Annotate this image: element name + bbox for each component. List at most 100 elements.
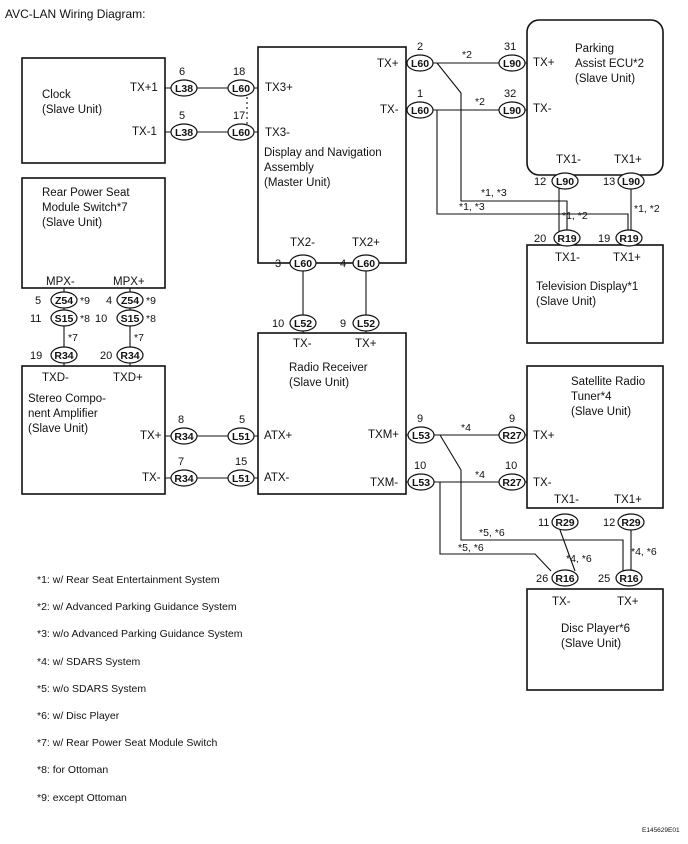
clock-terminal-tx1p: TX+1 — [130, 82, 158, 94]
pin-number: 25 — [598, 573, 610, 585]
wire-display-tv-bypass-2 — [436, 110, 629, 231]
pin-number: 9 — [417, 413, 423, 425]
sat-name-2: Tuner*4 — [571, 391, 612, 403]
parking-name-1: Parking — [575, 43, 614, 55]
sat-terminal-tx1p: TX1+ — [614, 494, 642, 506]
connector-15-label: L60 — [411, 58, 429, 70]
condition-mark: *4 — [475, 469, 485, 481]
connector-17: L60 — [289, 254, 317, 272]
pin-number: 10 — [505, 460, 517, 472]
display-name-2: Assembly — [264, 162, 314, 174]
connector-32: R29 — [617, 513, 645, 531]
sat-terminal-tx1m: TX1- — [554, 494, 579, 506]
connector-23-label: L90 — [503, 58, 521, 70]
pin-number: 31 — [504, 41, 516, 53]
connector-2-label: L38 — [175, 127, 193, 139]
legend-note: *1: w/ Rear Seat Entertainment System — [37, 574, 220, 586]
disc-role: (Slave Unit) — [561, 638, 621, 650]
connector-8: S15 — [116, 309, 144, 327]
legend-note: *4: w/ SDARS System — [37, 656, 141, 668]
parking-terminal-tx1p: TX1+ — [614, 154, 642, 166]
display-terminal-txm: TX- — [380, 104, 399, 116]
display-terminal-tx2m: TX2- — [290, 237, 315, 249]
legend-note: *8: for Ottoman — [37, 764, 108, 776]
pin-number: 5 — [239, 414, 245, 426]
connector-11: R34 — [170, 427, 198, 445]
connector-33: R16 — [551, 569, 579, 587]
condition-mark: *9 — [146, 295, 156, 307]
connector-5-label: Z54 — [55, 295, 73, 307]
connector-32-label: R29 — [621, 517, 640, 529]
condition-mark: *1, *2 — [634, 203, 660, 215]
wire-display-tv-bypass-1 — [436, 62, 568, 231]
clock-box — [21, 57, 166, 164]
pin-number: 9 — [340, 318, 346, 330]
connector-4-label: L60 — [232, 127, 250, 139]
pin-number: 9 — [509, 413, 515, 425]
condition-mark: *4, *6 — [631, 546, 657, 558]
legend-note: *6: w/ Disc Player — [37, 710, 120, 722]
pin-number: 4 — [340, 258, 346, 270]
pin-number: 11 — [30, 313, 41, 325]
tv-name: Television Display*1 — [536, 281, 638, 293]
stereo-terminal-txm: TX- — [142, 472, 161, 484]
tv-terminal-tx1m: TX1- — [555, 252, 580, 264]
connector-26-label: L90 — [622, 176, 640, 188]
figure-id: E145629E01 — [642, 827, 680, 834]
legend-notes: *1: w/ Rear Seat Entertainment System *2… — [37, 574, 243, 804]
pin-number: 12 — [603, 517, 615, 529]
pin-number: 32 — [504, 88, 516, 100]
sat-terminal-txp: TX+ — [533, 430, 555, 442]
radio-terminal-txmm: TXM- — [370, 477, 398, 489]
connector-22-label: L53 — [412, 477, 430, 489]
connector-29: R27 — [498, 426, 526, 444]
connector-31-label: R29 — [555, 517, 574, 529]
pin-number: 12 — [534, 176, 546, 188]
radio-terminal-txmp: TXM+ — [368, 429, 399, 441]
tv-terminal-tx1p: TX1+ — [613, 252, 641, 264]
sat-role: (Slave Unit) — [571, 406, 631, 418]
pin-number: 5 — [35, 295, 41, 307]
connector-10-label: R34 — [120, 350, 139, 362]
connector-23: L90 — [498, 54, 526, 72]
connector-34-label: R16 — [619, 573, 638, 585]
connector-15: L60 — [406, 54, 434, 72]
radio-terminal-txm: TX- — [293, 338, 312, 350]
connector-7: S15 — [50, 309, 78, 327]
connector-3-label: L60 — [232, 83, 250, 95]
condition-mark: *5, *6 — [458, 542, 484, 554]
connector-3: L60 — [227, 79, 255, 97]
connector-12-label: R34 — [174, 473, 193, 485]
connector-19: L52 — [289, 314, 317, 332]
condition-mark: *2 — [462, 49, 472, 61]
disc-player-box — [526, 588, 664, 691]
connector-1: L38 — [170, 79, 198, 97]
connector-18: L60 — [352, 254, 380, 272]
wire-sat-disc-tx1m — [559, 529, 576, 572]
satellite-tuner-box — [526, 365, 664, 509]
connector-31: R29 — [551, 513, 579, 531]
rear-power-seat-box — [21, 177, 166, 289]
radio-terminal-atxm: ATX- — [264, 472, 290, 484]
pin-number: 17 — [233, 110, 245, 122]
legend-note: *7: w/ Rear Power Seat Module Switch — [37, 737, 217, 749]
pin-number: 10 — [272, 318, 284, 330]
pin-number: 5 — [179, 110, 185, 122]
condition-mark: *9 — [80, 295, 90, 307]
connector-24-label: L90 — [503, 105, 521, 117]
radio-receiver-box — [257, 332, 407, 495]
stereo-amplifier-box — [21, 365, 166, 495]
condition-mark: *5, *6 — [479, 527, 505, 539]
television-display-box — [526, 244, 664, 344]
pin-number: 4 — [106, 295, 112, 307]
connector-25-label: L90 — [556, 176, 574, 188]
parking-role: (Slave Unit) — [575, 73, 635, 85]
rear-seat-name-2: Module Switch*7 — [42, 202, 128, 214]
rear-seat-name-1: Rear Power Seat — [42, 187, 130, 199]
clock-terminal-tx1m: TX-1 — [132, 126, 157, 138]
connector-21-label: L53 — [412, 430, 430, 442]
connector-26: L90 — [617, 172, 645, 190]
pin-number: 19 — [598, 233, 610, 245]
radio-terminal-atxp: ATX+ — [264, 430, 293, 442]
